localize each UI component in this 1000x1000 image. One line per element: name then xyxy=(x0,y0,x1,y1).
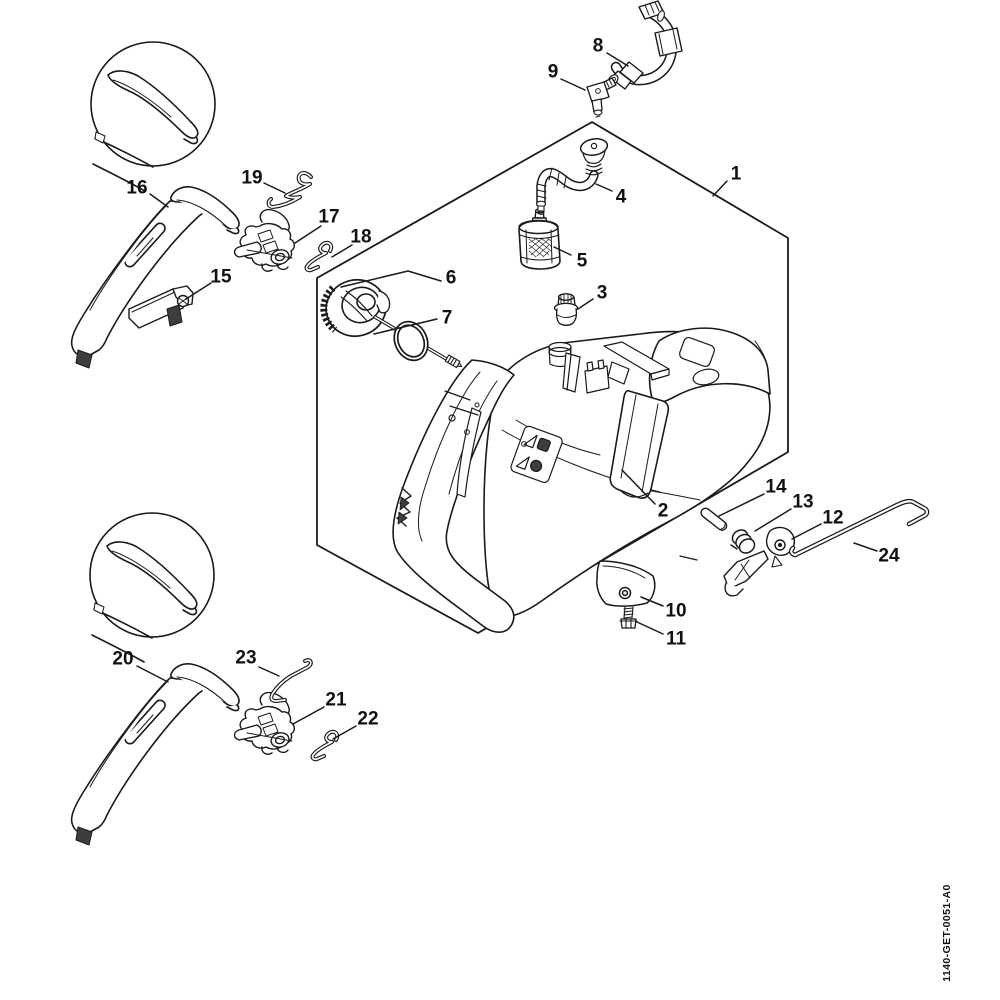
callout-6: 6 xyxy=(445,267,457,289)
part-18-spring-drawing xyxy=(304,240,334,273)
part-8-hose-drawing xyxy=(605,0,683,90)
callout-4: 4 xyxy=(615,186,627,208)
callout-19: 19 xyxy=(241,167,263,189)
part-17-trigger-drawing xyxy=(233,208,296,272)
callout-16: 16 xyxy=(126,177,148,199)
part-19-spring-drawing xyxy=(266,171,313,209)
leader-lines xyxy=(136,52,878,740)
callout-21: 21 xyxy=(325,689,347,711)
part-20-handle-drawing xyxy=(70,663,240,846)
detail-circle-top xyxy=(90,41,216,192)
callout-8: 8 xyxy=(592,35,604,57)
callout-9: 9 xyxy=(547,61,559,83)
callout-24: 24 xyxy=(878,545,900,567)
part-5-filter-drawing xyxy=(518,208,561,270)
document-code: 1140-GET-0051-A0 xyxy=(941,884,953,982)
callout-12: 12 xyxy=(822,507,844,529)
callout-5: 5 xyxy=(576,250,588,272)
part-4-hose-drawing xyxy=(535,138,609,215)
border-box xyxy=(316,121,789,634)
part-14-pin-drawing xyxy=(700,507,728,531)
callout-13: 13 xyxy=(792,491,814,513)
callout-3: 3 xyxy=(596,282,608,304)
callout-22: 22 xyxy=(357,708,379,730)
tank-housing-drawing xyxy=(392,327,771,633)
part-15-lever-drawing xyxy=(128,285,194,329)
part-10-cover-drawing xyxy=(596,560,656,607)
part-12-lever-drawing xyxy=(723,526,795,597)
callout-15: 15 xyxy=(210,266,232,288)
detail-circle-bottom xyxy=(89,512,215,663)
callout-23: 23 xyxy=(235,647,257,669)
callout-14: 14 xyxy=(765,476,787,498)
callout-7: 7 xyxy=(441,307,453,329)
part-9-elbow-drawing xyxy=(586,77,617,118)
callout-11: 11 xyxy=(665,628,687,650)
callout-20: 20 xyxy=(112,648,134,670)
part-13-spring-drawing xyxy=(730,529,756,554)
part-7-oring-drawing xyxy=(393,320,429,362)
part-22-spring-drawing xyxy=(310,729,340,762)
part-23-spring-drawing xyxy=(269,658,313,703)
part-11-screw-drawing xyxy=(619,606,638,629)
part-3-vent-drawing xyxy=(553,293,579,326)
part-24-rod-drawing xyxy=(788,498,930,558)
callout-18: 18 xyxy=(350,226,372,248)
callout-10: 10 xyxy=(665,600,687,622)
callout-2: 2 xyxy=(657,500,669,522)
callout-1: 1 xyxy=(730,163,742,185)
callout-17: 17 xyxy=(318,206,340,228)
